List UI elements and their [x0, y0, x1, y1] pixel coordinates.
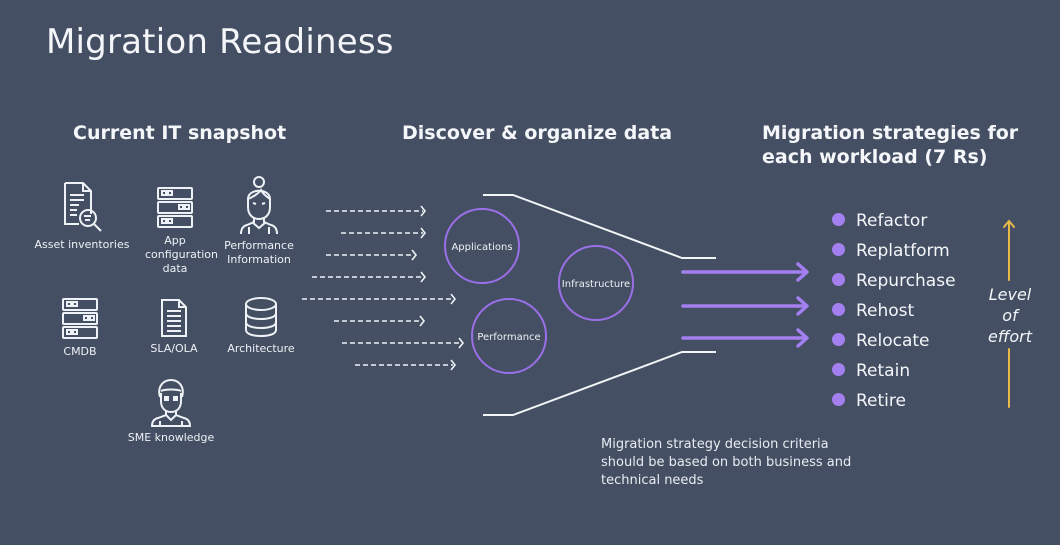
- funnel: [483, 194, 716, 416]
- source-asset-inventories: Asset inventories: [27, 180, 137, 252]
- output-arrows: [681, 262, 809, 348]
- bullet-icon: [832, 392, 845, 406]
- strategy-label: Relocate: [856, 331, 930, 351]
- source-performance-information: Performance Information: [204, 175, 314, 267]
- source-cmdb: CMDB: [25, 297, 135, 359]
- data-circles: Applications Infrastructure Performance: [444, 208, 634, 374]
- effort-arrow: [1003, 219, 1015, 408]
- effort-line: of: [1002, 306, 1018, 325]
- snapshot-heading: Current IT snapshot: [73, 122, 287, 144]
- strategy-label: Repurchase: [856, 271, 956, 291]
- source-app-configuration: App configuration data: [120, 186, 230, 276]
- person-female-icon: [240, 176, 278, 235]
- strategy-label: Retire: [856, 391, 906, 411]
- server-rack-icon: [157, 187, 193, 228]
- dashed-arrow-head: [420, 271, 427, 283]
- decision-criteria-note: Migration strategy decision criteria sho…: [601, 437, 852, 488]
- source-sla-ola: SLA/OLA: [119, 298, 229, 356]
- dashed-arrow-head: [419, 315, 426, 327]
- source-architecture: Architecture: [206, 296, 316, 356]
- bullet-icon: [832, 332, 845, 346]
- effort-line: Level: [988, 285, 1032, 304]
- source-label: Asset inventories: [34, 238, 130, 251]
- funnel-bottom-edge: [483, 351, 716, 416]
- source-label: Performance Information: [224, 239, 294, 266]
- document-icon: [161, 299, 187, 337]
- circle-infrastructure-label: Infrastructure: [562, 279, 630, 290]
- bullet-icon: [832, 302, 845, 316]
- strategy-item: Refactor: [832, 211, 927, 231]
- funnel-top-edge: [483, 194, 716, 259]
- bullet-icon: [832, 362, 845, 376]
- strategy-label: Rehost: [856, 301, 915, 321]
- output-arrow-head: [796, 262, 809, 282]
- source-label: Architecture: [227, 342, 295, 355]
- bullet-icon: [832, 272, 845, 286]
- dashed-arrow-head: [420, 227, 427, 239]
- server-rack-icon: [62, 298, 98, 339]
- dashed-arrow-head: [450, 359, 457, 371]
- effort-arrow-head: [1003, 219, 1015, 228]
- bullet-icon: [832, 242, 845, 256]
- dashed-arrow-head: [450, 293, 457, 305]
- strategies-heading: Migration strategies for each workload (…: [762, 122, 1019, 168]
- discover-heading: Discover & organize data: [402, 122, 673, 144]
- strategy-label: Refactor: [856, 211, 928, 231]
- slide-title: Migration Readiness: [46, 22, 394, 62]
- strategy-label: Retain: [856, 361, 911, 381]
- circle-performance: [471, 298, 547, 374]
- strategy-item: Retain: [832, 361, 910, 381]
- strategy-item: Repurchase: [832, 271, 956, 291]
- document-search-icon: [64, 182, 102, 232]
- output-arrow-head: [796, 328, 809, 348]
- source-label: SLA/OLA: [150, 342, 198, 355]
- dashed-arrow-head: [411, 249, 418, 261]
- strategy-label: Replatform: [856, 241, 950, 261]
- strategy-item: Replatform: [832, 241, 950, 261]
- output-arrow-head: [796, 296, 809, 316]
- dashed-arrow-head: [420, 205, 427, 217]
- bullet-icon: [832, 212, 845, 226]
- source-sme-knowledge: SME knowledge: [116, 377, 226, 445]
- strategy-item: Rehost: [832, 301, 914, 321]
- effort-line: effort: [987, 327, 1033, 346]
- strategy-item: Relocate: [832, 331, 930, 351]
- dashed-arrows: [302, 205, 465, 371]
- dashed-arrow-head: [458, 337, 465, 349]
- source-label: SME knowledge: [127, 431, 215, 444]
- effort-label: Level of effort: [978, 284, 1042, 347]
- source-label: CMDB: [63, 345, 97, 358]
- circle-applications-label: Applications: [451, 242, 512, 253]
- circle-infrastructure: [558, 245, 634, 321]
- person-male-icon: [150, 378, 192, 427]
- circle-performance-label: Performance: [477, 332, 540, 343]
- database-icon: [245, 297, 277, 338]
- source-label: App configuration data: [145, 234, 218, 275]
- strategy-item: Retire: [832, 391, 906, 411]
- circle-applications: [444, 208, 520, 284]
